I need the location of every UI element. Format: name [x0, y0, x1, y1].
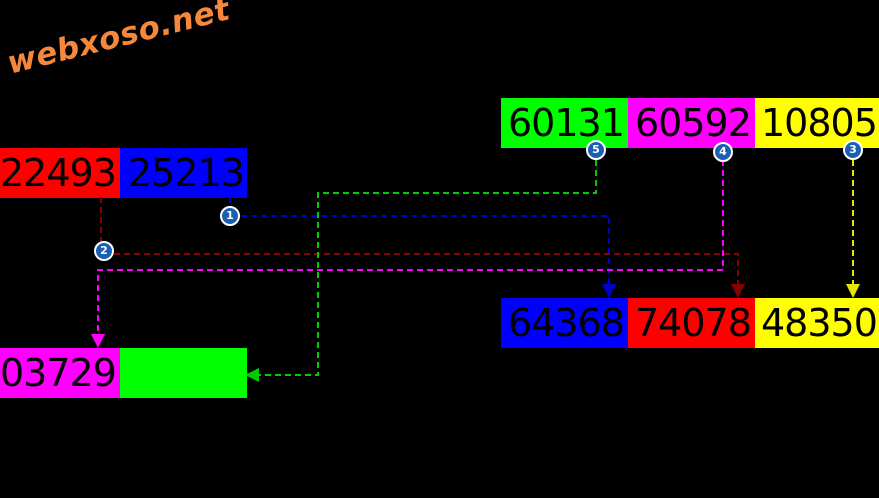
number-cell-22493: 22493 [0, 148, 120, 198]
number-cell-60131: 60131 [501, 98, 628, 148]
connector-3 [846, 150, 860, 298]
badge-2: 2 [94, 241, 114, 261]
number-cell-10805: 10805 [755, 98, 879, 148]
number-cell-60592: 60592 [628, 98, 755, 148]
number-cell-25213: 25213 [120, 148, 247, 198]
badge-4: 4 [713, 142, 733, 162]
badge-5: 5 [586, 140, 606, 160]
badge-3: 3 [843, 140, 863, 160]
badge-1: 1 [220, 206, 240, 226]
connector-1 [229, 197, 616, 298]
connector-4 [91, 150, 724, 348]
number-cell-64368: 64368 [501, 298, 628, 348]
empty-green-cell [120, 348, 247, 398]
number-cell-48350: 48350 [755, 298, 879, 348]
connector-5 [245, 150, 597, 382]
number-cell-74078: 74078 [628, 298, 755, 348]
number-cell-03729: 03729 [0, 348, 120, 398]
connector-2 [100, 197, 745, 298]
